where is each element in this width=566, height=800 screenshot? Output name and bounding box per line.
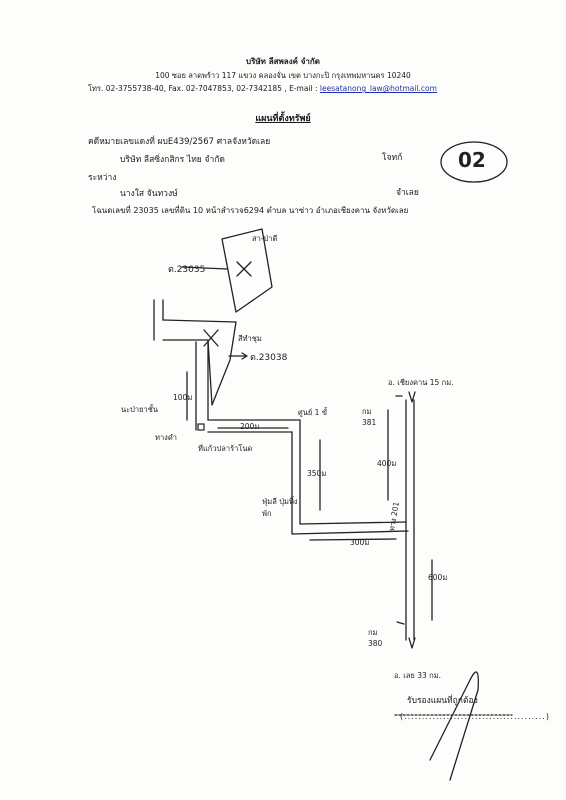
parcel-23038-x2: [203, 329, 219, 347]
certify-text: รับรองแผนที่ถูกต้อง: [407, 696, 478, 706]
leader-23038-arrow: [241, 352, 248, 360]
parcel-23035-x2: [236, 261, 252, 277]
signature-parentheses: (.......................................…: [400, 712, 550, 721]
map-note-b: ทางดำ: [155, 433, 177, 442]
document-title: แผนที่ตั้งทรัพย์: [255, 114, 311, 124]
stamp-oval: [440, 141, 508, 183]
signature-scribble: [429, 671, 479, 781]
email-link[interactable]: leesatanong_law@hotmail.com: [319, 84, 437, 93]
public-land-top-label: สา-ป่าดี: [252, 234, 278, 243]
deed-23035-label: ต.23035: [168, 265, 206, 275]
case-number: คดีหมายเลขแดงที่ ผบE439/2567 ศาลจังหวัดเ…: [88, 137, 271, 147]
map-note-e: ฟุ่มลี ปุ่มทิ้งพัก: [262, 497, 298, 518]
highway-south-arrow: [408, 637, 416, 649]
deed-info: โฉนดเลขที่ 23035 เลขที่ดิน 10 หน้าสำรวจ6…: [92, 206, 409, 215]
plaintiff-name: บริษัท ลีสซิ่งกสิกร ไทย จำกัด: [120, 155, 225, 165]
dist-350m-label: 350ม: [307, 469, 327, 478]
leader-23035: [181, 266, 228, 270]
km381-label: กม 381: [362, 407, 377, 427]
to-loei-label: อ. เลย 33 กม.: [394, 671, 442, 680]
company-address: 100 ซอย ลาดพร้าว 117 แขวง คลองจั่น เขต บ…: [155, 71, 411, 80]
public-land-mid-label: สีทำชุม: [238, 334, 262, 343]
company-contact: โทร. 02-3755738-40, Fax. 02-7047853, 02-…: [88, 83, 437, 95]
phone-fax: โทร. 02-3755738-40, Fax. 02-7047853, 02-…: [88, 84, 318, 93]
plaintiff-role: โจทก์: [382, 153, 403, 163]
highway-north-arrow: [408, 391, 416, 403]
km380-marker: [396, 621, 405, 625]
defendant-name: นางใส จันทวงษ์: [120, 189, 178, 199]
parcel-23035-outline: [221, 228, 273, 313]
company-name: บริษัท ลีสพลงค์ จำกัด: [246, 57, 320, 66]
lane-300-bottom: [291, 530, 409, 535]
dist-600m-label: 600ม: [428, 573, 448, 582]
deed-23038-label: ต.23038: [250, 353, 288, 363]
dist-100m-label: 100ม: [173, 393, 193, 402]
dist-300m-label: 300ม: [350, 538, 370, 547]
map-note-c: ที่แก้วปลาร้าโนด: [198, 444, 253, 453]
map-note-a: นะป่ายาชั้น: [121, 405, 158, 414]
dim-300m: [309, 538, 397, 541]
between-label: ระหว่าง: [88, 173, 117, 183]
km380-label: กม 380: [368, 628, 383, 648]
parcel-23038-outline: [162, 319, 237, 406]
dist-400m-label: 400ม: [377, 459, 397, 468]
house-marker: [197, 423, 205, 431]
stamp-number: 02: [458, 148, 486, 172]
map-note-d: ศูนย์ 1 ขั้: [298, 408, 327, 417]
defendant-role: จำเลย: [396, 188, 419, 198]
dist-200m-label: 200ม: [240, 422, 260, 431]
lane-300-top: [299, 521, 407, 525]
to-destination-label: อ. เชียงคาน 15 กม.: [388, 378, 454, 387]
